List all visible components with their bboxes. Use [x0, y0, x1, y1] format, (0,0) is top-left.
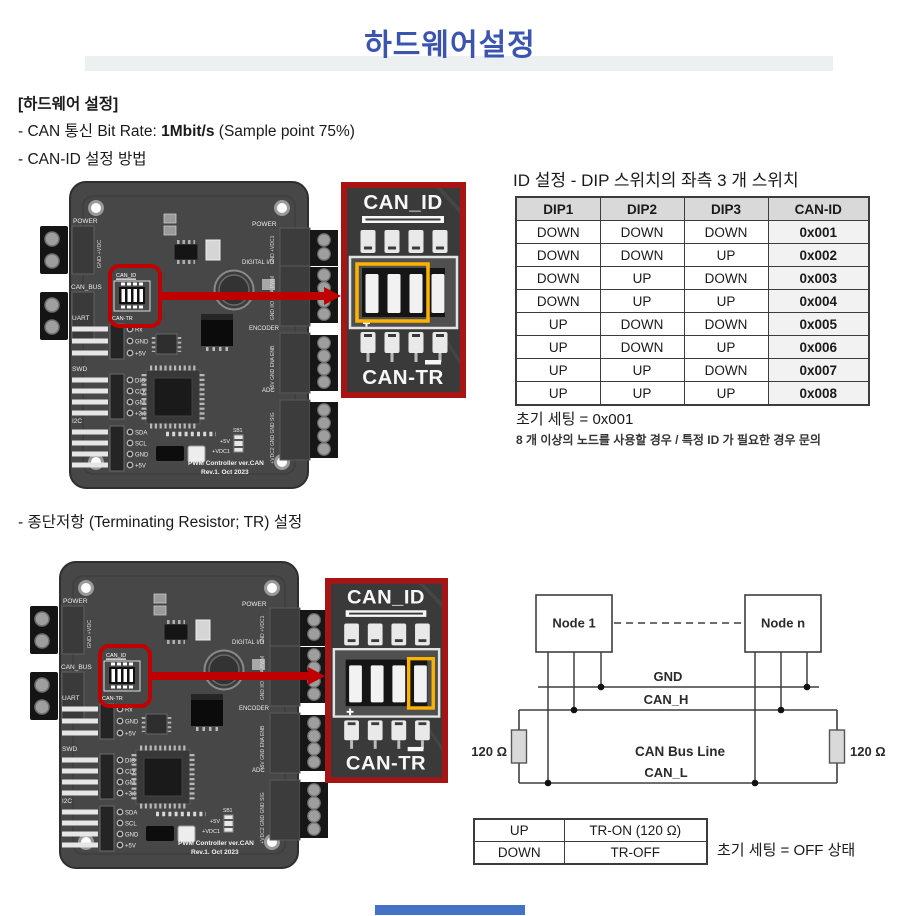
dip-state-cell: DOWN — [683, 358, 769, 382]
can-h-label: CAN_H — [644, 692, 689, 707]
sample-point-text: (Sample point 75%) — [214, 123, 355, 140]
title-underline-bar — [85, 56, 833, 71]
dip-state-cell: UP — [683, 335, 769, 359]
dip-state-cell: DOWN — [515, 289, 601, 313]
right-resistor — [828, 729, 846, 764]
tr-table-cell: TR-OFF — [563, 841, 708, 865]
orange-highlight-tr-switch — [406, 657, 435, 710]
arrow-head-icon — [324, 287, 341, 305]
id-table-header-cell: DIP3 — [683, 196, 769, 221]
bitrate-value: 1Mbit/s — [161, 123, 215, 140]
dip-inset-can-tr — [325, 578, 448, 783]
dip-state-cell: UP — [683, 381, 769, 406]
dip-state-cell: UP — [515, 312, 601, 336]
hardware-settings-heading: [하드웨어 설정] — [18, 96, 119, 113]
tr-table-cell: DOWN — [473, 841, 565, 865]
default-id-note: 초기 세팅 = 0x001 — [516, 411, 634, 428]
arrow-line — [150, 672, 308, 680]
dip-state-cell: DOWN — [515, 243, 601, 267]
node1-label: Node 1 — [552, 616, 595, 631]
dip-state-cell: UP — [599, 266, 685, 290]
can-id-cell: 0x006 — [767, 335, 870, 359]
dip-state-cell: UP — [683, 243, 769, 267]
can-id-cell: 0x003 — [767, 266, 870, 290]
can-id-cell: 0x008 — [767, 381, 870, 406]
orange-highlight-left3-switches — [355, 262, 430, 323]
can-id-cell: 0x002 — [767, 243, 870, 267]
dip-state-cell: DOWN — [599, 312, 685, 336]
left-resistor — [510, 729, 528, 764]
tr-default-note: 초기 세팅 = OFF 상태 — [717, 842, 856, 859]
pcb-photo-1 — [38, 180, 338, 490]
dip-state-cell: UP — [599, 289, 685, 313]
can-l-label: CAN_L — [644, 765, 687, 780]
dip-state-cell: DOWN — [683, 220, 769, 244]
resistor-right-label: 120 Ω — [850, 744, 886, 759]
node-n-box — [744, 594, 822, 653]
dip-state-cell: DOWN — [599, 243, 685, 267]
dip-state-cell: DOWN — [515, 220, 601, 244]
tr-section-heading: - 종단저항 (Terminating Resistor; TR) 설정 — [18, 514, 303, 531]
dip-inset-can-id — [341, 182, 466, 398]
tr-table-cell: TR-ON (120 Ω) — [563, 818, 708, 842]
contact-note: 8 개 이상의 노드를 사용할 경우 / 특정 ID 가 필요한 경우 문의 — [516, 433, 821, 447]
id-table-title: ID 설정 - DIP 스위치의 좌측 3 개 스위치 — [513, 171, 799, 190]
bitrate-bullet: - CAN 통신 Bit Rate: 1Mbit/s (Sample point… — [18, 119, 355, 141]
dip-state-cell: UP — [683, 289, 769, 313]
can-id-cell: 0x005 — [767, 312, 870, 336]
gnd-label: GND — [654, 669, 683, 684]
page-title: 하드웨어설정 — [364, 29, 536, 62]
junction-dots — [544, 683, 811, 787]
footer-accent-bar — [375, 905, 525, 915]
zoom-arrow-1 — [160, 287, 341, 305]
can-bus-diagram: Node 1 Node n GND CAN_H CAN_L CAN Bus Li… — [471, 594, 886, 787]
dip-state-cell: DOWN — [599, 220, 685, 244]
id-table-header-cell: DIP1 — [515, 196, 601, 221]
id-table-header-cell: DIP2 — [599, 196, 685, 221]
dip-state-cell: DOWN — [683, 266, 769, 290]
dip-state-cell: UP — [515, 381, 601, 406]
arrow-head-icon — [308, 667, 325, 685]
canid-method-bullet: - CAN-ID 설정 방법 — [18, 151, 147, 168]
dip-state-cell: UP — [599, 381, 685, 406]
tr-table-cell: UP — [473, 818, 565, 842]
bus-label: CAN Bus Line — [635, 744, 725, 759]
zoom-arrow-2 — [150, 667, 325, 685]
dip-state-cell: UP — [515, 358, 601, 382]
pcb-photo-2 — [28, 560, 328, 870]
node-n-label: Node n — [761, 616, 805, 631]
dip-state-cell: DOWN — [515, 266, 601, 290]
id-table-header-cell: CAN-ID — [767, 196, 870, 221]
dip-state-cell: UP — [515, 335, 601, 359]
dip-state-cell: DOWN — [599, 335, 685, 359]
can-id-cell: 0x001 — [767, 220, 870, 244]
dip-state-cell: DOWN — [683, 312, 769, 336]
can-id-cell: 0x004 — [767, 289, 870, 313]
bitrate-text: - CAN 통신 Bit Rate: — [18, 123, 162, 140]
arrow-line — [160, 292, 324, 300]
node-pins — [547, 652, 808, 783]
can-id-cell: 0x007 — [767, 358, 870, 382]
dip-state-cell: UP — [599, 358, 685, 382]
resistor-left-label: 120 Ω — [471, 744, 507, 759]
